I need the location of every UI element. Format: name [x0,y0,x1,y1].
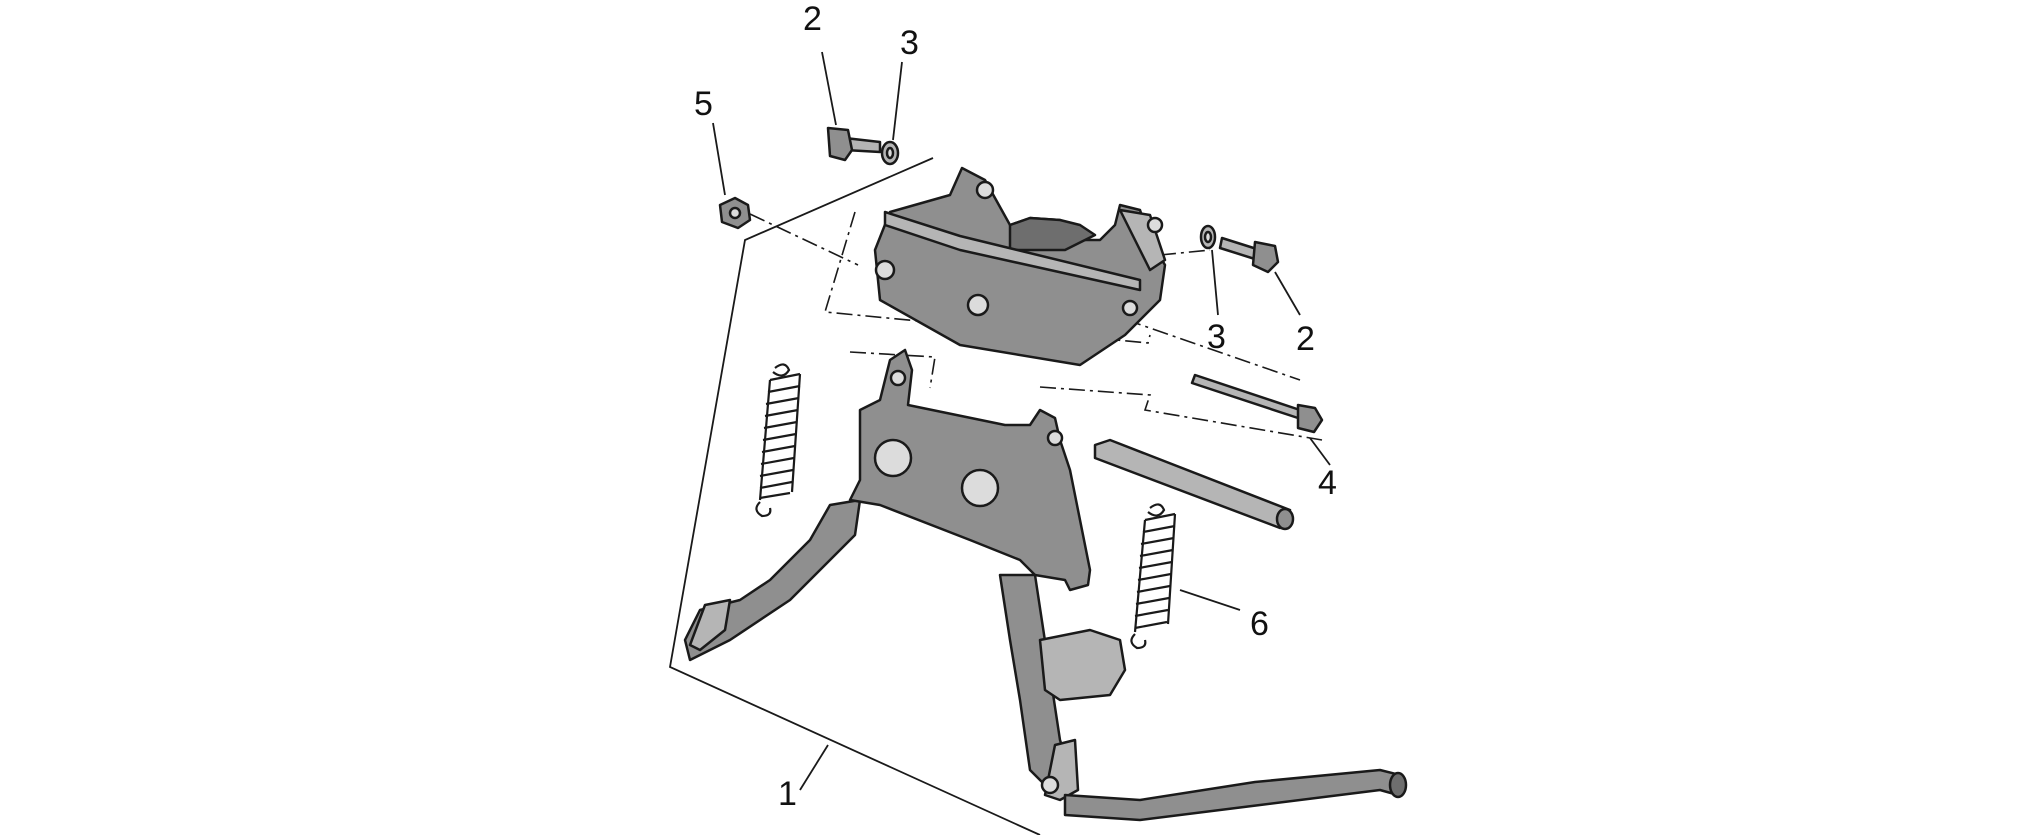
callout-3-right: 3 [1207,318,1226,356]
callout-2-right: 2 [1296,320,1315,358]
centre-stand [683,348,1408,822]
callout-4: 4 [1318,464,1337,502]
callout-1: 1 [778,775,797,813]
spring-left [755,363,802,518]
callout-5: 5 [694,85,713,123]
callout-6: 6 [1250,605,1269,643]
assembly-frame [668,157,1041,835]
callout-3-top: 3 [900,24,919,62]
short-bolt-right [1218,236,1280,274]
nut [718,196,752,230]
long-bolt [1190,373,1324,434]
callout-labels: 2 3 5 3 2 4 6 1 [694,0,1337,813]
pivot-tube [1093,438,1295,531]
spring-right [1130,503,1177,650]
short-bolt-top [826,126,882,162]
leader-lines [712,51,1331,791]
upper-bracket [873,166,1167,367]
callout-2-top: 2 [803,0,822,38]
